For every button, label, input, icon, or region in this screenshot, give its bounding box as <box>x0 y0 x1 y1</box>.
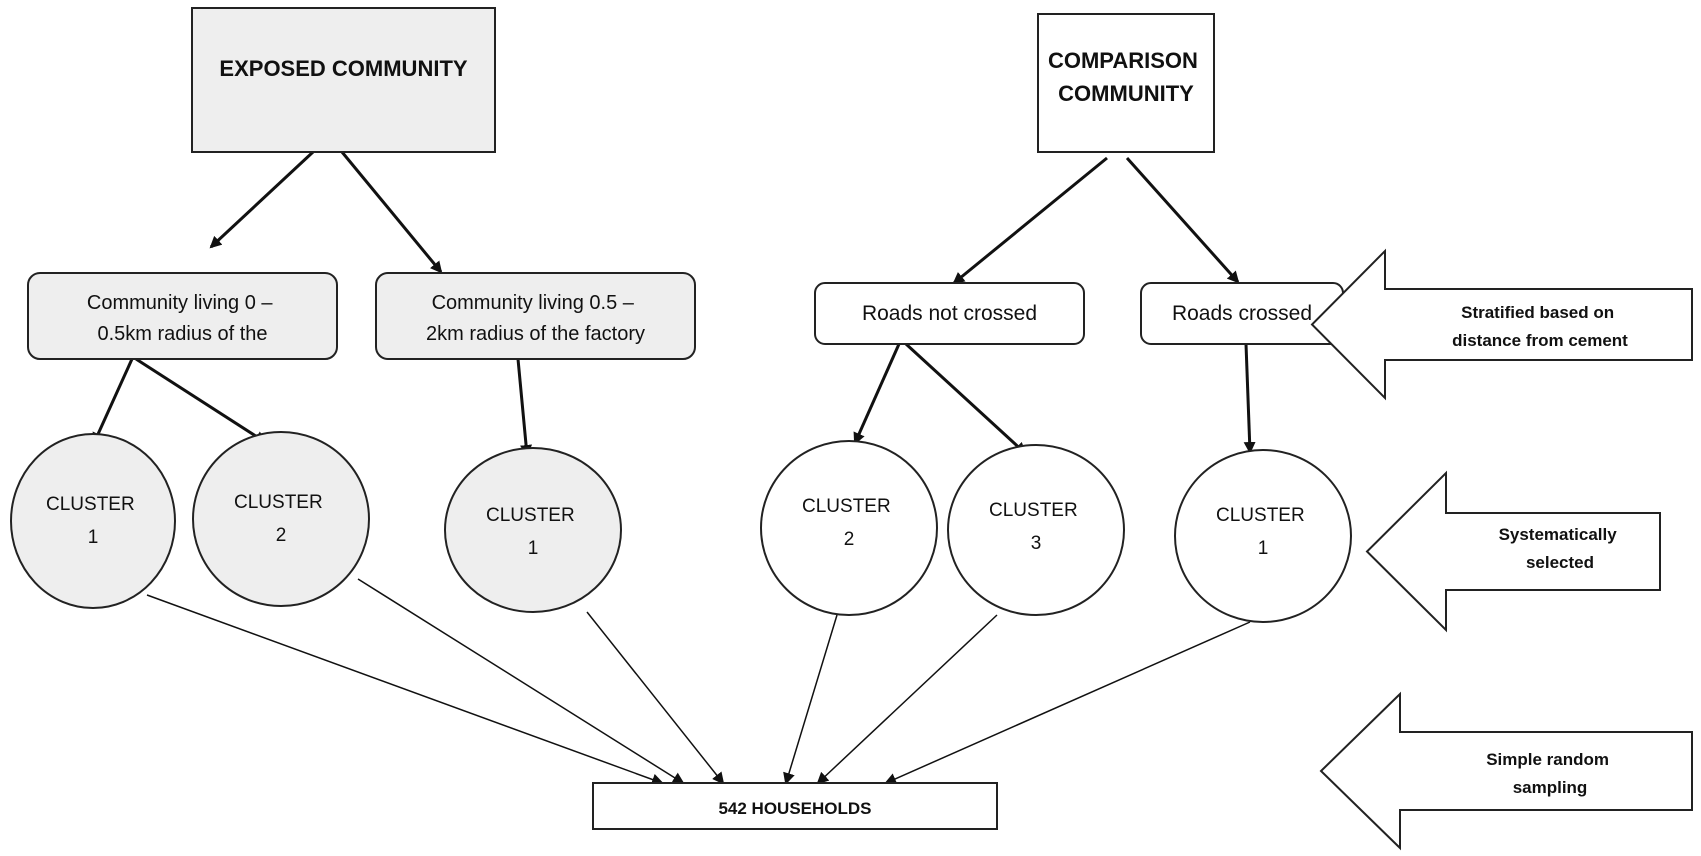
stratum-label-roads-not-crossed: Roads not crossed <box>862 302 1037 325</box>
cluster-ellipse <box>947 444 1125 616</box>
stratum-label-0-5-2km-line-2: 2km radius of the factory <box>426 323 645 345</box>
stratum-label-0-0-5km: Community living 0 – 0.5km radius of the <box>87 292 278 345</box>
side-label-random: Simple random sampling <box>1486 750 1614 797</box>
side-label-random-line-2: sampling <box>1513 778 1588 797</box>
stratum-label-0-0-5km-line-2: 0.5km radius of the <box>97 323 267 345</box>
edge-stratum-2-to-cluster-1 <box>516 358 533 457</box>
cluster-label-line-1: CLUSTER <box>234 492 323 513</box>
cluster-label: CLUSTER 3 <box>989 500 1083 554</box>
cluster-label: CLUSTER 1 <box>1216 505 1310 559</box>
edge-exposed-to-stratum-2 <box>340 151 443 274</box>
stratum-label-0-5-2km: Community living 0.5 – 2km radius of the… <box>426 292 645 345</box>
comparison-community-label-line-2: COMMUNITY <box>1058 81 1194 106</box>
cluster-label: CLUSTER 2 <box>802 496 896 550</box>
comparison-community-rect <box>1037 13 1215 153</box>
cluster-ellipse <box>10 433 176 609</box>
stratum-rect-0-5-2km <box>375 272 696 360</box>
side-arrow-random: Simple random sampling <box>1319 691 1693 851</box>
exposed-community-label: EXPOSED COMMUNITY <box>219 56 467 81</box>
side-label-stratified-line-1: Stratified based on <box>1461 303 1614 322</box>
exposed-community-box: EXPOSED COMMUNITY <box>191 7 496 153</box>
side-label-random-line-1: Simple random <box>1486 750 1609 769</box>
cluster-comparison-3: CLUSTER 3 <box>947 444 1125 616</box>
exposed-community-rect <box>191 7 496 153</box>
side-label-systematic: Systematically selected <box>1499 525 1622 572</box>
stratum-label-0-5-2km-line-1: Community living 0.5 – <box>432 292 635 314</box>
cluster-ellipse <box>760 440 938 616</box>
stratum-rect-roads-not-crossed <box>814 282 1085 345</box>
comparison-community-box: COMPARISON COMMUNITY <box>1037 13 1215 153</box>
edge-comparison-to-roads-not-crossed <box>952 156 1108 285</box>
households-rect <box>592 782 998 830</box>
cluster-ellipse <box>192 431 370 607</box>
cluster-label-line-2: 2 <box>844 529 855 550</box>
stratum-box-roads-crossed: Roads crossed <box>1140 282 1344 345</box>
edge-cluster-b-to-households <box>357 578 685 785</box>
cluster-ellipse <box>1174 449 1352 623</box>
edge-cluster-e-to-households <box>816 614 998 785</box>
cluster-exposed-1: CLUSTER 1 <box>10 433 176 609</box>
left-block-arrow-icon <box>1365 470 1661 633</box>
edge-stratum-1-to-cluster-2 <box>135 357 267 444</box>
cluster-label-line-2: 1 <box>1258 538 1269 559</box>
cluster-label-line-1: CLUSTER <box>46 494 135 515</box>
cluster-comparison-2: CLUSTER 2 <box>760 440 938 616</box>
stratum-box-roads-not-crossed: Roads not crossed <box>814 282 1085 345</box>
cluster-exposed-3: CLUSTER 1 <box>444 447 622 613</box>
edge-cluster-f-to-households <box>884 621 1251 785</box>
comparison-community-label-line-1: COMPARISON <box>1048 48 1198 73</box>
edge-comparison-to-roads-crossed <box>1125 156 1240 284</box>
cluster-label-line-2: 3 <box>1031 533 1042 554</box>
edge-exposed-to-stratum-1 <box>209 150 315 249</box>
cluster-label-line-1: CLUSTER <box>989 500 1078 521</box>
cluster-ellipse <box>444 447 622 613</box>
cluster-label-line-2: 1 <box>528 538 539 559</box>
edges <box>92 150 1256 786</box>
side-label-stratified: Stratified based on distance from cement <box>1452 303 1628 350</box>
side-label-systematic-line-1: Systematically <box>1499 525 1618 544</box>
cluster-comparison-1: CLUSTER 1 <box>1174 449 1352 623</box>
stratum-label-roads-crossed: Roads crossed <box>1172 302 1312 325</box>
side-arrow-systematic: Systematically selected <box>1365 470 1661 633</box>
stratum-rect-0-0-5km <box>27 272 338 360</box>
cluster-label-line-1: CLUSTER <box>802 496 891 517</box>
cluster-label: CLUSTER 2 <box>234 492 328 546</box>
edge-cluster-d-to-households <box>783 614 838 785</box>
cluster-exposed-2: CLUSTER 2 <box>192 431 370 607</box>
cluster-label: CLUSTER 1 <box>486 505 580 559</box>
comparison-community-label: COMPARISON COMMUNITY <box>1048 48 1204 106</box>
households-box: 542 HOUSEHOLDS <box>592 782 998 830</box>
stratum-box-0-0-5km: Community living 0 – 0.5km radius of the <box>27 272 338 360</box>
side-label-stratified-line-2: distance from cement <box>1452 331 1628 350</box>
cluster-label-line-2: 1 <box>88 527 99 548</box>
side-label-systematic-line-2: selected <box>1526 553 1594 572</box>
cluster-label: CLUSTER 1 <box>46 494 140 548</box>
left-block-arrow-icon <box>1310 248 1693 401</box>
cluster-label-line-2: 2 <box>276 525 287 546</box>
left-block-arrow-icon <box>1319 691 1693 851</box>
stratum-label-0-0-5km-line-1: Community living 0 – <box>87 292 274 314</box>
edge-roads-crossed-to-cluster-1 <box>1243 343 1256 454</box>
cluster-label-line-1: CLUSTER <box>1216 505 1305 526</box>
edge-cluster-a-to-households <box>146 594 664 786</box>
side-arrow-stratified: Stratified based on distance from cement <box>1310 248 1693 401</box>
edge-roads-not-crossed-to-cluster-2 <box>853 343 901 445</box>
stratum-box-0-5-2km: Community living 0.5 – 2km radius of the… <box>375 272 696 360</box>
cluster-label-line-1: CLUSTER <box>486 505 575 526</box>
edge-cluster-c-to-households <box>586 611 725 785</box>
households-label: 542 HOUSEHOLDS <box>718 799 871 818</box>
edge-stratum-1-to-cluster-1 <box>92 358 134 445</box>
edge-roads-not-crossed-to-cluster-3 <box>904 342 1027 455</box>
